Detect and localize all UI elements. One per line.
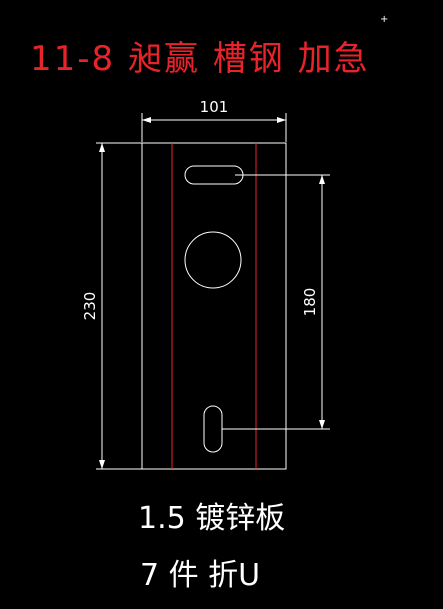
width-label: 101 [200,98,229,116]
hole-spacing-label: 180 [301,288,319,317]
top-slot [184,165,244,185]
drawing-title: 11-8 昶赢 槽钢 加急 [30,39,370,79]
center-hole [184,231,242,289]
height-dimension: 230 [81,142,142,470]
quantity-note: 7 件 折U [140,558,260,593]
corner-marker: + [380,14,388,25]
material-note: 1.5 镀锌板 [138,501,285,536]
height-label: 230 [81,292,99,321]
plate-outline [141,142,287,470]
hole-spacing-dimension: 180 [222,174,330,430]
bottom-slot [203,405,223,453]
width-dimension: 101 [141,98,287,142]
